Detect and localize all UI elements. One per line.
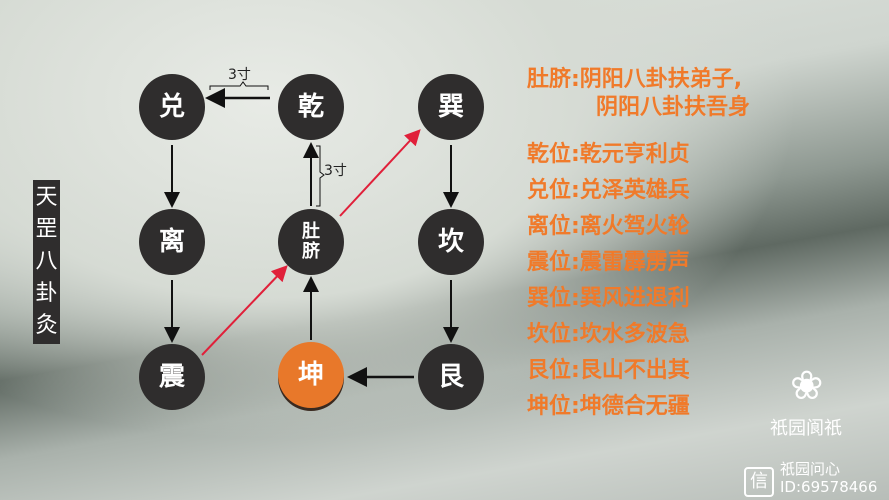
node-qian: 乾 <box>278 74 344 140</box>
verse-line: 兑位:兑泽英雄兵 <box>527 178 690 203</box>
verse-line: 坎位:坎水多波急 <box>527 322 690 347</box>
diagram-title: 天罡八卦灸 <box>33 180 60 344</box>
watermark-id: ID:69578466 <box>780 478 878 496</box>
node-xun: 巽 <box>418 74 484 140</box>
logo-text: 祇园阆祇 <box>770 418 842 439</box>
verse-line: 乾位:乾元亨利贞 <box>527 142 690 167</box>
verse-line: 阴阳八卦扶吾身 <box>596 95 751 120</box>
logo-emblem-icon: ❀ <box>790 363 824 409</box>
arrow-zhen-to-navel <box>201 265 288 356</box>
node-zhen: 震 <box>139 344 205 410</box>
brace-horizontal <box>209 81 269 90</box>
verse-line: 肚脐:阴阳八卦扶弟子, <box>527 67 743 92</box>
verse-line: 震位:震雷霹雳声 <box>527 250 690 275</box>
diagram-title-text: 天罡八卦灸 <box>35 185 58 338</box>
verse-line: 离位:离火驾火轮 <box>527 214 690 239</box>
node-navel-label: 肚脐 <box>302 221 320 262</box>
verse-line: 坤位:坤德合无疆 <box>527 394 690 419</box>
arrow-navel-to-xun <box>339 129 421 217</box>
node-li: 离 <box>139 209 205 275</box>
distance-label-horizontal: 3寸 <box>228 67 251 83</box>
watermark-account: 祇园问心 <box>780 460 841 478</box>
account-icon: 信 <box>744 467 774 497</box>
watermark: 祇园问心 ID:69578466 <box>780 460 877 496</box>
verse-list: 肚脐:阴阳八卦扶弟子, 阴阳八卦扶吾身 乾位:乾元亨利贞 兑位:兑泽英雄兵 离位… <box>527 66 750 425</box>
node-navel: 肚脐 <box>278 209 344 275</box>
node-dui: 兑 <box>139 74 205 140</box>
verse-line: 巽位:巽风进退利 <box>527 286 690 311</box>
node-kan: 坎 <box>418 209 484 275</box>
verse-line: 艮位:艮山不出其 <box>527 358 690 383</box>
node-gen: 艮 <box>418 344 484 410</box>
brace-vertical <box>316 145 325 207</box>
distance-label-vertical: 3寸 <box>324 163 347 179</box>
node-kun: 坤 <box>278 342 344 408</box>
